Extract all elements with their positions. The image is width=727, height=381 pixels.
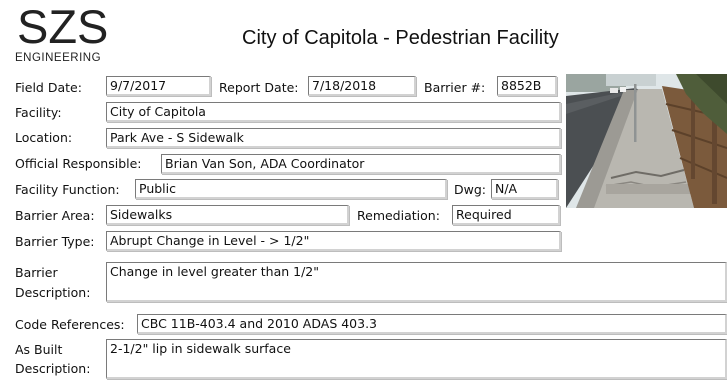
sidewalk-photo-image xyxy=(566,74,727,208)
location-label: Location: xyxy=(15,130,73,145)
location-field[interactable]: Park Ave - S Sidewalk xyxy=(106,128,561,148)
as-built-description-field[interactable]: 2-1/2" lip in sidewalk surface xyxy=(106,339,727,379)
code-references-field[interactable]: CBC 11B-403.4 and 2010 ADAS 403.3 xyxy=(137,314,727,334)
barrier-type-field[interactable]: Abrupt Change in Level - > 1/2" xyxy=(106,231,561,251)
sidewalk-photo xyxy=(566,74,727,208)
barrier-description-field[interactable]: Change in level greater than 1/2" xyxy=(106,262,727,302)
barrier-area-label: Barrier Area: xyxy=(15,208,95,223)
facility-field[interactable]: City of Capitola xyxy=(106,102,561,122)
company-logo: SZS xyxy=(17,0,109,53)
field-date-field[interactable]: 9/7/2017 xyxy=(106,76,211,96)
company-logo-subtext: ENGINEERING xyxy=(15,52,102,64)
barrier-type-label: Barrier Type: xyxy=(15,234,95,249)
remediation-label: Remediation: xyxy=(357,208,440,223)
barrier-description-label: Barrier xyxy=(15,265,58,280)
facility-label: Facility: xyxy=(15,105,62,120)
code-references-label: Code References: xyxy=(15,317,125,332)
as-built-description-label: As Built xyxy=(15,342,63,357)
official-responsible-field[interactable]: Brian Van Son, ADA Coordinator xyxy=(161,154,561,174)
remediation-field[interactable]: Required xyxy=(452,205,560,225)
as-built-description-label-line2: Description: xyxy=(15,361,91,376)
barrier-description-label-line2: Description: xyxy=(15,285,91,300)
dwg-field[interactable]: N/A xyxy=(491,179,558,199)
official-responsible-label: Official Responsible: xyxy=(15,156,142,171)
page-title: City of Capitola - Pedestrian Facility xyxy=(242,27,559,49)
report-date-label: Report Date: xyxy=(219,80,299,95)
dwg-label: Dwg: xyxy=(454,182,486,197)
facility-function-field[interactable]: Public xyxy=(135,179,447,199)
report-date-field[interactable]: 7/18/2018 xyxy=(308,76,416,96)
field-date-label: Field Date: xyxy=(15,80,82,95)
barrier-number-field[interactable]: 8852B xyxy=(497,76,557,96)
barrier-number-label: Barrier #: xyxy=(424,80,486,95)
barrier-area-field[interactable]: Sidewalks xyxy=(106,205,349,225)
facility-function-label: Facility Function: xyxy=(15,182,120,197)
